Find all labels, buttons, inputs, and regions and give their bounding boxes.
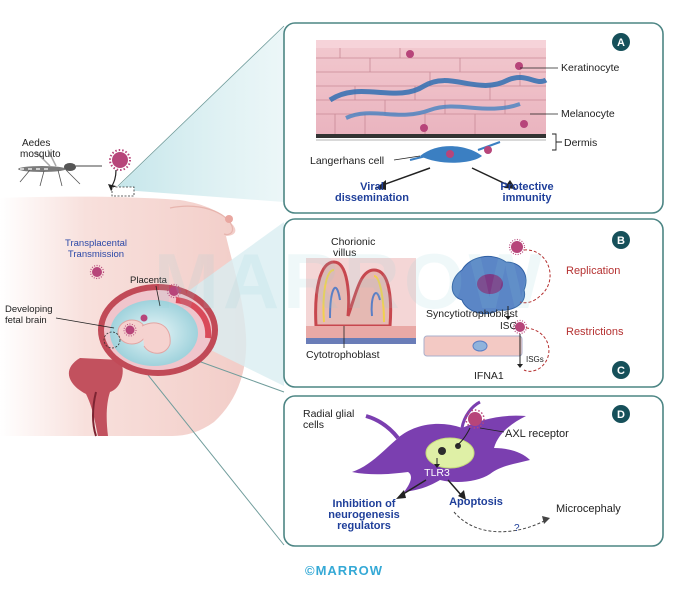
bite-site-box <box>111 186 135 197</box>
dermis-label: Dermis <box>564 137 597 149</box>
inhibition-line3: regulators <box>337 520 391 532</box>
syncytiotrophoblast-label: Syncytiotrophoblast <box>426 308 518 320</box>
viral-dissemination-line1: Viral <box>360 181 384 193</box>
replication-loop <box>519 249 551 304</box>
dermis-bracket <box>552 133 562 151</box>
zika-virus-icon <box>508 238 526 256</box>
breast-contour <box>169 205 234 236</box>
inhibition-line1: Inhibition of <box>333 498 396 510</box>
keratinocyte-label: Keratinocyte <box>561 62 620 74</box>
replication-label: Replication <box>566 265 620 277</box>
panel-a-badge <box>612 33 630 51</box>
microcephaly-label: Microcephaly <box>556 503 621 515</box>
axl-receptor-label: AXL receptor <box>505 428 569 440</box>
mosquito-icon <box>18 149 102 187</box>
zoom-beam-a <box>117 26 284 202</box>
radial-glial-line2: cells <box>303 419 324 431</box>
restrictions-label: Restrictions <box>566 326 624 338</box>
microcephaly-link <box>453 511 547 533</box>
restrictions-loop <box>523 327 550 372</box>
uterus-fetus-illustration <box>68 284 218 437</box>
skin-layers-illustration <box>316 40 548 163</box>
bite-arrow <box>111 169 117 187</box>
nipple <box>225 215 233 223</box>
ifna1-label: IFNA1 <box>474 370 504 382</box>
apoptosis-label: Apoptosis <box>449 496 503 508</box>
mosquito-label-line2: mosquito <box>20 149 61 160</box>
panel-d-badge <box>612 405 630 423</box>
tlr3-label: TLR3 <box>424 467 450 479</box>
protective-immunity-line1: Protective <box>500 181 553 193</box>
langerhans-label: Langerhans cell <box>310 155 384 167</box>
dissemination-arrow <box>379 167 431 187</box>
transmission-label-line1: Transplacental <box>65 238 127 249</box>
panel-d-letter: D <box>617 409 625 421</box>
immunity-arrow <box>471 167 511 187</box>
syncytiotrophoblast-cell <box>451 255 527 315</box>
isgs-small-label: ISGs <box>526 355 544 364</box>
zika-virus-icon <box>89 264 105 280</box>
mosquito-label-line1: Aedes <box>22 138 50 149</box>
zika-virus-icon <box>512 319 528 335</box>
brain-label-line1: Developing <box>5 304 53 315</box>
footer-brand: ©MARROW <box>305 563 383 578</box>
chorionic-villus-illustration <box>306 258 416 344</box>
viral-dissemination-line2: dissemination <box>335 192 409 204</box>
radial-glial-cell-illustration <box>352 400 530 492</box>
brain-label-line2: fetal brain <box>5 315 47 326</box>
protective-immunity-line2: immunity <box>503 192 553 204</box>
cytotrophoblast-label: Cytotrophoblast <box>306 349 380 361</box>
panel-b-letter: B <box>617 235 625 247</box>
isgs-label: ISGs <box>500 321 522 332</box>
chorionic-villus-line1: Chorionic <box>331 236 375 248</box>
panel-c-badge <box>612 361 630 379</box>
placenta-label: Placenta <box>130 275 168 286</box>
panel-b-badge <box>612 231 630 249</box>
question-mark: ? <box>514 523 520 534</box>
panel-c-letter: C <box>617 365 625 377</box>
melanocyte-label: Melanocyte <box>561 108 615 120</box>
zika-virus-icon <box>465 409 485 429</box>
radial-glial-line1: Radial glial <box>303 408 354 420</box>
inhibition-line2: neurogenesis <box>328 509 400 521</box>
transmission-label-line2: Transmission <box>68 249 124 260</box>
chorionic-villus-line2: villus <box>333 247 356 259</box>
cytotrophoblast-cell <box>423 335 523 357</box>
apoptosis-arrow <box>447 479 463 497</box>
zika-virus-icon <box>166 283 182 299</box>
zika-virus-icon <box>109 149 131 171</box>
panel-a-letter: A <box>617 37 625 49</box>
